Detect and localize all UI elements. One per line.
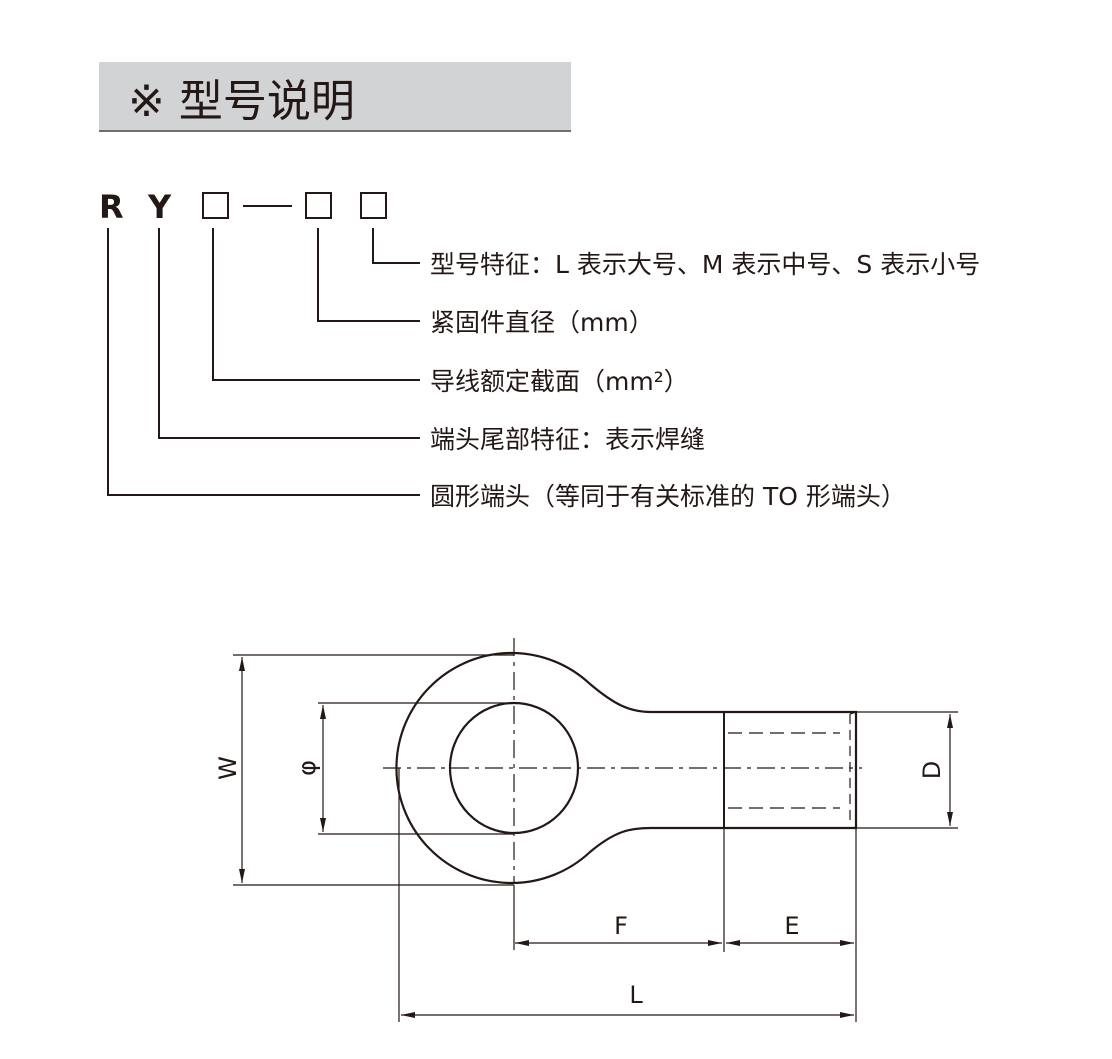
leader-line-4 <box>158 228 420 439</box>
legend-item-size: 型号特征：L 表示大号、M 表示中号、S 表示小号 <box>430 250 980 279</box>
section-header: ※ 型号说明 <box>99 62 571 132</box>
leader-line-2 <box>317 228 420 322</box>
code-letter-r: R <box>99 188 124 226</box>
terminal-outline <box>395 651 858 885</box>
code-box-diameter <box>305 192 332 219</box>
label-w: W <box>214 756 242 780</box>
terminal-drawing <box>233 638 958 1022</box>
leader-line-3 <box>212 228 420 381</box>
leader-line-5 <box>107 228 420 496</box>
dimension-lines <box>233 654 958 1022</box>
label-l: L <box>629 981 643 1009</box>
model-code: R Y <box>99 188 420 496</box>
label-e: E <box>784 912 799 940</box>
header-title: ※ 型号说明 <box>128 76 355 127</box>
header-background <box>99 62 571 131</box>
leader-line-1 <box>372 228 420 264</box>
code-box-cross-section <box>202 192 229 219</box>
legend-item-weld: 端头尾部特征：表示焊缝 <box>430 425 705 454</box>
label-f: F <box>614 912 628 940</box>
legend-item-diameter: 紧固件直径（mm） <box>430 308 654 337</box>
code-letter-y: Y <box>147 188 172 226</box>
legend-item-cross-section: 导线额定截面（mm²） <box>430 367 689 396</box>
legend-item-round-terminal: 圆形端头（等同于有关标准的 TO 形端头） <box>430 482 906 511</box>
code-box-size <box>360 192 387 219</box>
label-phi: φ <box>293 760 321 776</box>
legend-list: 型号特征：L 表示大号、M 表示中号、S 表示小号 紧固件直径（mm） 导线额定… <box>430 250 980 511</box>
label-d: D <box>918 761 946 779</box>
dimension-labels: W φ D F E L <box>214 756 946 1009</box>
